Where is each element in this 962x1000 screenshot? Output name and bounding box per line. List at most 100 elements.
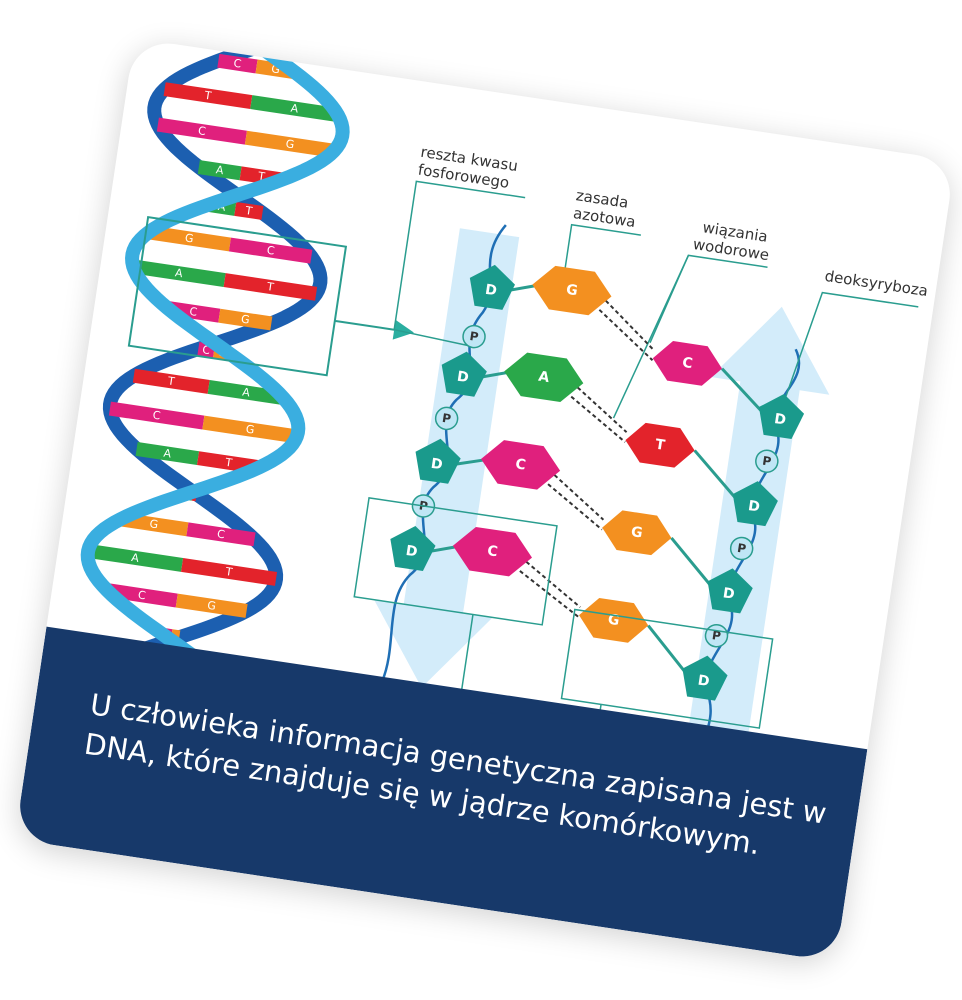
svg-text:P: P (761, 454, 772, 469)
helix-base-pair: GC (147, 225, 313, 264)
svg-text:A: A (215, 163, 225, 177)
hydrogen-bond (519, 570, 580, 618)
svg-text:G: G (565, 282, 579, 300)
svg-text:T: T (244, 204, 254, 218)
svg-text:G: G (184, 231, 194, 245)
svg-text:D: D (430, 456, 444, 474)
svg-text:T: T (203, 89, 213, 103)
phosphate: P (755, 449, 779, 473)
svg-text:D: D (773, 411, 787, 429)
zoom-arrow (334, 319, 395, 331)
svg-text:C: C (266, 244, 276, 258)
svg-text:D: D (484, 282, 498, 300)
svg-text:G: G (240, 313, 250, 327)
deoxyribose (469, 264, 515, 310)
helix-base-pair: CG (156, 117, 336, 158)
svg-text:C: C (681, 355, 694, 372)
svg-text:A: A (130, 551, 140, 565)
svg-text:C: C (233, 57, 243, 71)
deoxyribose (758, 394, 805, 440)
zoom-box (127, 215, 348, 377)
svg-text:P: P (736, 541, 747, 556)
svg-text:A: A (537, 369, 550, 386)
svg-text:T: T (223, 456, 233, 470)
nucleotide-pair: G C D D (469, 264, 805, 440)
svg-text:P: P (711, 628, 722, 643)
label-base: zasada azotowa (561, 186, 641, 290)
deoxyribose (415, 438, 461, 484)
base-A (504, 352, 584, 403)
svg-text:T: T (265, 280, 275, 294)
helix-base-pair: AT (87, 543, 278, 586)
svg-text:T: T (256, 169, 266, 183)
base-C (452, 526, 533, 577)
svg-text:D: D (456, 369, 470, 387)
svg-text:A: A (241, 386, 251, 400)
svg-text:C: C (486, 543, 499, 560)
base-G (602, 510, 672, 556)
hydrogen-bond (553, 474, 605, 521)
svg-text:G: G (270, 62, 280, 76)
nucleotide-pair: A T D D (441, 351, 778, 527)
base-C (652, 341, 723, 386)
helix-base-pair: CG (108, 401, 298, 444)
phosphate: P (434, 406, 459, 431)
svg-text:G: G (149, 517, 159, 531)
svg-text:D: D (747, 498, 761, 516)
svg-text:P: P (469, 329, 480, 344)
base-G (579, 597, 649, 643)
svg-text:C: C (137, 588, 147, 602)
svg-text:T: T (166, 374, 176, 388)
label-deoxyribose: deoksyryboza (781, 267, 929, 409)
svg-text:T: T (224, 565, 234, 579)
svg-text:G: G (630, 524, 644, 542)
helix-strand-front (80, 40, 350, 704)
svg-text:C: C (514, 456, 527, 473)
deoxyribose (682, 655, 728, 701)
helix-base-pair: CG (166, 301, 273, 331)
zoom-arrow-head (392, 319, 414, 340)
svg-text:D: D (697, 673, 711, 691)
svg-text:C: C (197, 124, 207, 138)
helix-base-pair: AT (132, 259, 318, 301)
nucleotide-box-left (353, 496, 558, 626)
base-G (532, 265, 612, 316)
svg-text:A: A (163, 447, 173, 461)
hydrogen-bond (525, 561, 581, 609)
helix-base-pair: TA (132, 368, 285, 406)
helix-strand-back (80, 40, 328, 682)
svg-text:P: P (441, 411, 452, 426)
phosphate: P (729, 536, 754, 561)
helix-base-pair: TA (163, 82, 339, 122)
svg-text:D: D (722, 585, 736, 603)
nucleotide-pair: C G D D (415, 438, 753, 614)
svg-text:C: C (152, 409, 162, 423)
phosphate: P (462, 324, 486, 349)
hydrogen-bond (598, 309, 654, 361)
svg-text:A: A (174, 266, 184, 280)
svg-text:G: G (206, 599, 216, 613)
helix-base-pair: CG (105, 583, 248, 618)
svg-text:C: C (216, 527, 226, 541)
svg-text:T: T (654, 437, 666, 454)
base-C (481, 440, 561, 490)
nucleotide-pair: C G D D (390, 525, 728, 701)
svg-text:C: C (201, 343, 211, 357)
svg-text:G: G (285, 137, 295, 151)
base-T (625, 422, 695, 468)
hydrogen-bond (605, 299, 655, 352)
svg-text:A: A (290, 102, 300, 116)
deoxyribose (441, 351, 487, 397)
hydrogen-bond (576, 386, 628, 433)
svg-text:G: G (245, 422, 255, 436)
nucleotide-box-right (560, 608, 774, 729)
svg-text:C: C (189, 305, 199, 319)
deoxyribose (390, 525, 436, 572)
deoxyribose (707, 568, 753, 614)
hydrogen-bond (570, 395, 626, 443)
hydrogen-bond (547, 483, 603, 531)
svg-text:D: D (405, 543, 419, 561)
